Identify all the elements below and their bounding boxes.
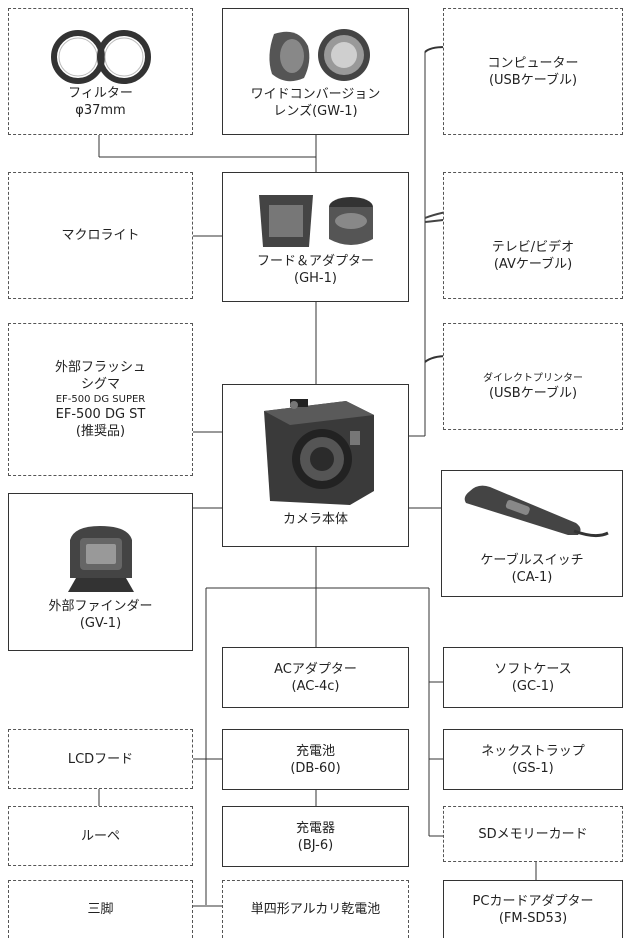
tv-video-box: テレビ/ビデオ (AVケーブル): [443, 172, 623, 299]
ac-adapter-box: ACアダプター (AC-4c): [222, 647, 409, 708]
neck-strap-label: ネックストラップ: [481, 743, 585, 759]
direct-printer-cable: (USBケーブル): [488, 385, 578, 401]
flash-model-super: EF-500 DG SUPER: [55, 394, 146, 405]
filter-label: フィルター: [68, 85, 133, 101]
computer-box: コンピューター (USBケーブル): [443, 8, 623, 135]
cable-switch-label: ケーブルスイッチ: [480, 553, 584, 568]
external-finder-model: (GV-1): [79, 616, 122, 631]
macro-light-box: マクロライト: [8, 172, 193, 299]
tv-video-cable: (AVケーブル): [493, 256, 573, 272]
battery-label: 充電池: [295, 743, 335, 759]
external-flash-label: 外部フラッシュ: [54, 360, 146, 375]
viewfinder-icon: [67, 526, 134, 592]
wide-lens-box: ワイドコンバージョン レンズ(GW-1): [222, 8, 409, 135]
camera-icon: [263, 399, 374, 505]
wide-conversion-lens-icon: [268, 28, 370, 81]
wide-lens-label: ワイドコンバージョン: [250, 86, 381, 102]
lcd-hood-label: LCDフード: [67, 751, 134, 767]
pc-card-adapter-box: PCカードアダプター (FM-SD53): [443, 880, 623, 938]
charger-label: 充電器: [295, 820, 335, 836]
aa-battery-box: 単四形アルカリ乾電池: [222, 880, 409, 938]
filter-size: φ37mm: [75, 102, 126, 118]
tripod-label: 三脚: [87, 902, 114, 917]
aa-battery-label: 単四形アルカリ乾電池: [250, 902, 381, 917]
flash-model-st: EF-500 DG ST: [55, 407, 146, 422]
cable-switch-model: (CA-1): [511, 570, 553, 585]
neck-strap-box: ネックストラップ (GS-1): [443, 729, 623, 790]
cable-switch-box: ケーブルスイッチ (CA-1): [441, 470, 623, 597]
sd-card-label: SDメモリーカード: [478, 826, 588, 842]
computer-cable: (USBケーブル): [488, 72, 578, 88]
hood-adapter-box: フード＆アダプター (GH-1): [222, 172, 409, 302]
flash-brand: シグマ: [80, 377, 120, 392]
flash-recommended: (推奨品): [75, 424, 126, 439]
charger-box: 充電器 (BJ-6): [222, 806, 409, 867]
direct-printer-label: ダイレクトプリンター: [483, 372, 583, 384]
pc-card-adapter-model: (FM-SD53): [498, 910, 568, 926]
hood-adapter-label: フード＆アダプター: [256, 254, 374, 269]
external-finder-box: 外部ファインダー (GV-1): [8, 493, 193, 651]
soft-case-box: ソフトケース (GC-1): [443, 647, 623, 708]
ac-adapter-label: ACアダプター: [274, 661, 357, 677]
hood-adapter-icon: [258, 195, 373, 247]
sd-card-box: SDメモリーカード: [443, 806, 623, 862]
computer-label: コンピューター: [487, 55, 579, 71]
external-finder-label: 外部ファインダー: [48, 599, 153, 614]
battery-box: 充電池 (DB-60): [222, 729, 409, 790]
loupe-box: ルーペ: [8, 806, 193, 866]
external-flash-box: 外部フラッシュ シグマ EF-500 DG SUPER EF-500 DG ST…: [8, 323, 193, 476]
ac-adapter-model: (AC-4c): [291, 678, 340, 694]
camera-body-label: カメラ本体: [282, 512, 348, 527]
loupe-label: ルーペ: [80, 828, 120, 844]
filter-rings-icon: [50, 29, 151, 84]
lcd-hood-box: LCDフード: [8, 729, 193, 789]
soft-case-label: ソフトケース: [494, 661, 572, 677]
charger-model: (BJ-6): [297, 837, 334, 853]
soft-case-model: (GC-1): [511, 678, 555, 694]
macro-light-label: マクロライト: [61, 228, 140, 243]
camera-body-box: カメラ本体: [222, 384, 409, 547]
tv-video-label: テレビ/ビデオ: [491, 239, 575, 255]
neck-strap-model: (GS-1): [512, 760, 554, 776]
pc-card-adapter-label: PCカードアダプター: [472, 893, 594, 909]
wide-lens-model: レンズ(GW-1): [273, 103, 358, 119]
battery-model: (DB-60): [290, 760, 341, 776]
cable-switch-icon: [464, 485, 609, 538]
filter-box: フィルター φ37mm: [8, 8, 193, 135]
direct-printer-box: ダイレクトプリンター (USBケーブル): [443, 323, 623, 430]
hood-adapter-model: (GH-1): [294, 271, 337, 286]
tripod-box: 三脚: [8, 880, 193, 938]
